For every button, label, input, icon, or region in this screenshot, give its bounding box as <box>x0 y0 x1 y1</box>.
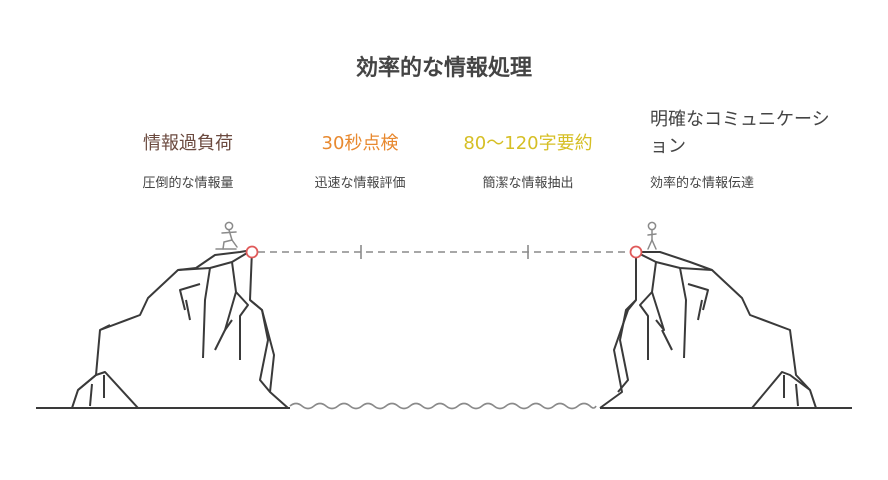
right-cliff <box>599 251 817 409</box>
stage-3-title: 80〜120字要約 <box>463 133 593 154</box>
end-marker <box>629 245 643 259</box>
stage-3-description: 簡潔な情報抽出 <box>482 176 574 191</box>
stage-4-description: 効率的な情報伝達 <box>650 176 755 191</box>
stage-2-title: 30秒点検 <box>321 133 399 154</box>
diagram-title: 効率的な情報処理 <box>355 56 532 81</box>
stage-2-description: 迅速な情報評価 <box>314 176 406 191</box>
stage-1-title: 情報過負荷 <box>143 133 233 154</box>
stage-1-description: 圧倒的な情報量 <box>142 176 234 191</box>
person-icon-right <box>647 221 657 250</box>
stage-4-title: 明確なコミュニケーション <box>650 109 830 157</box>
person-icon-left <box>215 221 238 250</box>
start-marker <box>245 245 259 259</box>
water-waves <box>289 402 597 410</box>
left-cliff <box>71 249 289 409</box>
